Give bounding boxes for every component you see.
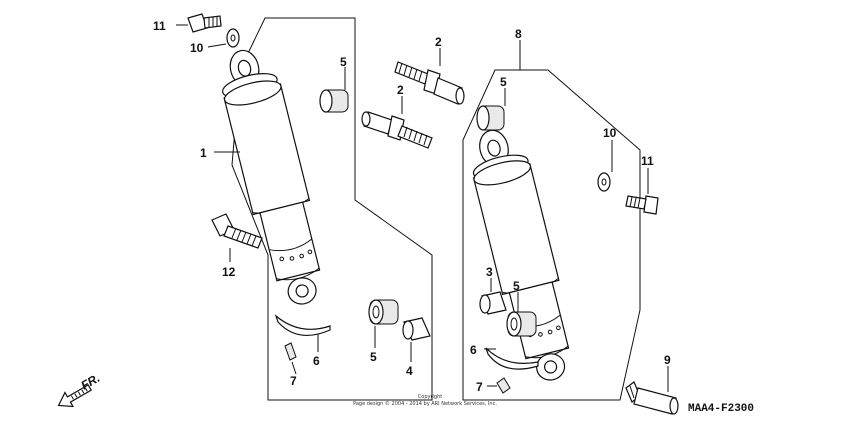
key-right[interactable]	[496, 377, 511, 394]
callout-6-left: 6	[313, 354, 320, 368]
callout-1: 1	[200, 146, 207, 160]
copyright-text: Page design © 2004 - 2014 by ARI Network…	[353, 400, 497, 407]
right-shock-absorber[interactable]	[463, 123, 581, 386]
callout-12: 12	[222, 265, 236, 279]
washer-right[interactable]	[597, 172, 611, 192]
callout-5-upper-right: 5	[500, 75, 507, 89]
leader-lines	[176, 24, 669, 392]
key-left[interactable]	[284, 342, 297, 361]
callout-2-middle: 2	[397, 83, 404, 97]
bolt-part-9[interactable]	[625, 381, 679, 415]
collar-part-4[interactable]	[402, 317, 431, 341]
callout-5-lower-left: 5	[370, 350, 377, 364]
collar-part-3[interactable]	[479, 291, 507, 315]
callout-2-top: 2	[435, 35, 442, 49]
bolt-upper-left[interactable]	[187, 13, 222, 33]
callout-10-upper-left: 10	[190, 41, 204, 55]
bushing-lower-right[interactable]	[506, 311, 537, 337]
washer-upper-left[interactable]	[226, 28, 240, 48]
clip-right[interactable]	[485, 347, 539, 370]
callout-5-upper-left: 5	[340, 55, 347, 69]
bushing-upper-right[interactable]	[476, 105, 505, 131]
callout-9: 9	[664, 353, 671, 367]
callout-7-left: 7	[290, 374, 297, 388]
bolt-right[interactable]	[625, 195, 659, 215]
left-shock-absorber[interactable]	[214, 43, 333, 310]
callout-6-right: 6	[470, 343, 477, 357]
clip-left[interactable]	[274, 314, 331, 337]
bolt-part-12[interactable]	[211, 213, 263, 249]
upper-stud-bottom[interactable]	[361, 111, 433, 149]
upper-stud-top[interactable]	[394, 61, 465, 105]
callout-10-right: 10	[603, 126, 617, 140]
callout-3: 3	[486, 265, 493, 279]
bushing-lower-left[interactable]	[368, 299, 399, 325]
callout-11-upper-left: 11	[153, 19, 166, 33]
callout-8: 8	[515, 27, 522, 41]
callout-5-lower-right: 5	[513, 279, 520, 293]
copyright-label: Copyright	[418, 394, 442, 400]
callout-11-right: 11	[641, 154, 654, 168]
front-direction-arrow	[57, 384, 93, 408]
callout-4: 4	[406, 364, 413, 378]
bushing-upper-left[interactable]	[319, 89, 349, 113]
right-assembly-outline	[462, 69, 641, 401]
diagram-code: MAA4-F2300	[688, 403, 754, 415]
callout-7-right: 7	[476, 380, 483, 394]
